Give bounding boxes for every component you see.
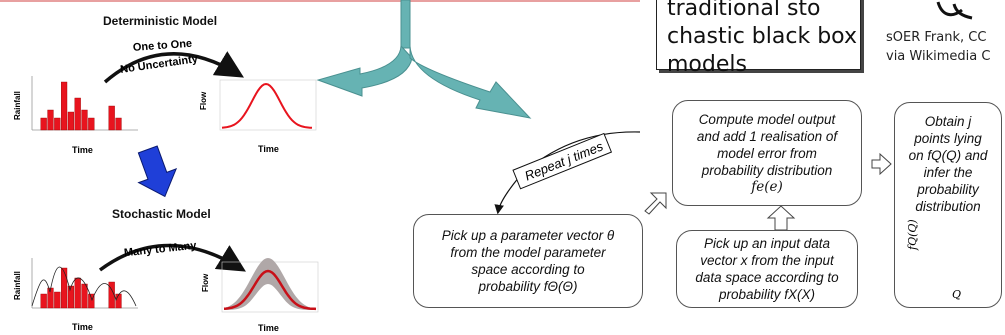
rainfall-bar <box>108 281 115 309</box>
compute-line-2: and add 1 realisation of <box>696 128 838 144</box>
param-line-4: probability fΘ(Θ) <box>478 279 578 294</box>
param-line-2: from the model parameter <box>450 245 606 260</box>
callout-line-1: traditional sto <box>667 0 821 21</box>
image-credit: sOER Frank, CC via Wikimedia C <box>886 28 990 66</box>
input-line-1: Pick up an input data <box>703 236 831 251</box>
obtain-line-3: on fQ(Q) and <box>908 148 988 163</box>
rainfall-axis-label-2: Rainfall <box>13 271 22 300</box>
teal-split-arrow <box>316 0 532 119</box>
callout-line-3: models <box>667 52 747 77</box>
stochastic-model-title: Stochastic Model <box>112 207 211 221</box>
rainfall-bar <box>74 277 81 309</box>
obtain-line-6: distribution <box>915 199 981 214</box>
top-divider-line <box>0 0 640 2</box>
obtain-points-box: Obtain j points lying on fQ(Q) and infer… <box>894 102 1002 308</box>
callout-line-2: chastic black box <box>667 24 857 49</box>
rainfall-bar <box>40 293 47 309</box>
rainfall-bar <box>81 283 88 309</box>
obtain-line-1: Obtain j <box>924 114 972 129</box>
time-axis-label-4: Time <box>258 323 279 333</box>
traditional-models-callout: traditional sto chastic black box models <box>656 0 861 77</box>
input-line-4: probability fX(X) <box>718 287 816 302</box>
rainfall-bar <box>81 109 88 131</box>
deterministic-model-title: Deterministic Model <box>103 14 218 28</box>
rainfall-bar <box>47 109 54 131</box>
hollow-arrow-input-to-compute <box>766 205 796 231</box>
rainfall-bar <box>67 285 75 309</box>
compute-line-1: Compute model output <box>698 111 836 127</box>
rainfall-bar <box>67 111 75 131</box>
obtain-line-4: infer the <box>923 165 973 180</box>
rainfall-axis-label: Rainfall <box>13 91 22 120</box>
hollow-arrow-param-to-compute <box>644 192 667 215</box>
input-line-2: vector x from the input <box>700 253 834 268</box>
many-to-many-label: Many to Many <box>123 240 197 260</box>
compute-line-4: probability distribution <box>701 162 833 178</box>
rainfall-bar <box>61 267 68 309</box>
input-data-vector-box: Pick up an input data vector x from the … <box>676 230 858 308</box>
rainfall-bar <box>115 293 122 309</box>
stochastic-flow-chart: Flow Time <box>201 258 319 333</box>
time-axis-label-2: Time <box>258 144 279 154</box>
time-axis-label-3: Time <box>72 322 93 332</box>
one-to-one-label: One to One <box>133 38 193 54</box>
handwritten-mark <box>936 1 973 20</box>
compute-line-3: model error from <box>717 145 817 161</box>
blue-down-arrow <box>137 145 178 198</box>
repeat-label-box: Repeat j times <box>512 132 613 190</box>
rainfall-bar <box>61 81 68 131</box>
mini-y-label: fQ(Q) <box>906 219 919 250</box>
mini-x-label: Q <box>952 288 962 301</box>
rainfall-bar <box>54 291 61 309</box>
param-line-1: Pick up a parameter vector θ <box>441 228 615 243</box>
stochastic-rainfall-chart: Rainfall Time <box>13 258 138 332</box>
rainfall-bar <box>54 117 61 131</box>
obtain-line-5: probability <box>917 182 979 197</box>
rainfall-bar <box>40 117 47 131</box>
flow-axis-label-2: Flow <box>201 273 210 292</box>
many-to-many-arc <box>98 243 246 272</box>
deterministic-flow-chart: Flow Time <box>199 79 317 154</box>
param-line-3: space according to <box>471 262 585 277</box>
input-line-3: data space according to <box>695 270 839 285</box>
rainfall-bar <box>108 105 115 131</box>
hollow-arrow-compute-to-obtain <box>871 152 892 176</box>
rainfall-bar <box>74 97 81 131</box>
credit-line-2: via Wikimedia C <box>886 49 991 64</box>
deterministic-rainfall-chart: Rainfall Time <box>13 76 138 155</box>
rainfall-bar <box>88 293 95 309</box>
credit-line-1: sOER Frank, CC <box>886 30 987 45</box>
rainfall-bar <box>115 117 122 131</box>
compute-line-5: fe(e) <box>751 178 783 195</box>
time-axis-label: Time <box>72 145 93 155</box>
compute-model-output-box: Compute model output and add 1 realisati… <box>672 100 862 206</box>
one-to-one-arc <box>103 51 244 84</box>
flow-axis-label: Flow <box>199 91 208 110</box>
obtain-line-2: points lying <box>914 131 982 146</box>
rainfall-bar <box>88 117 95 131</box>
parameter-vector-box: Pick up a parameter vector θ from the mo… <box>413 214 643 308</box>
